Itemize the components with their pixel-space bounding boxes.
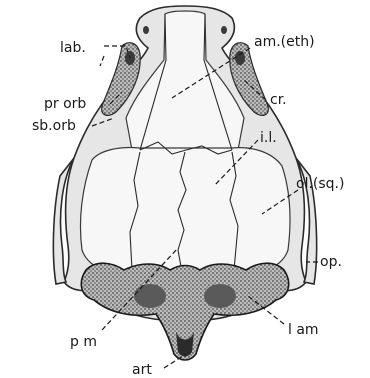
right-foramen	[235, 51, 245, 65]
label-ol-sq: ol.(sq.)	[296, 176, 344, 192]
label-pr-orb: pr orb	[44, 96, 86, 112]
label-pm: p m	[70, 334, 97, 350]
label-op: op.	[320, 254, 342, 270]
label-il: i.l.	[260, 130, 277, 146]
label-sb-orb: sb.orb	[32, 118, 76, 134]
left-foramen-small	[143, 26, 149, 34]
leader-lab-2	[100, 56, 104, 66]
right-foramen-small	[221, 26, 227, 34]
label-art: art	[132, 362, 152, 378]
condyle-right	[204, 284, 236, 308]
parietal-plates	[80, 148, 290, 273]
label-am-eth: am.(eth)	[254, 34, 315, 50]
condyle-left	[134, 284, 166, 308]
label-cr: cr.	[270, 92, 287, 108]
label-lam: l am	[288, 322, 319, 338]
label-lab: lab.	[60, 40, 86, 56]
